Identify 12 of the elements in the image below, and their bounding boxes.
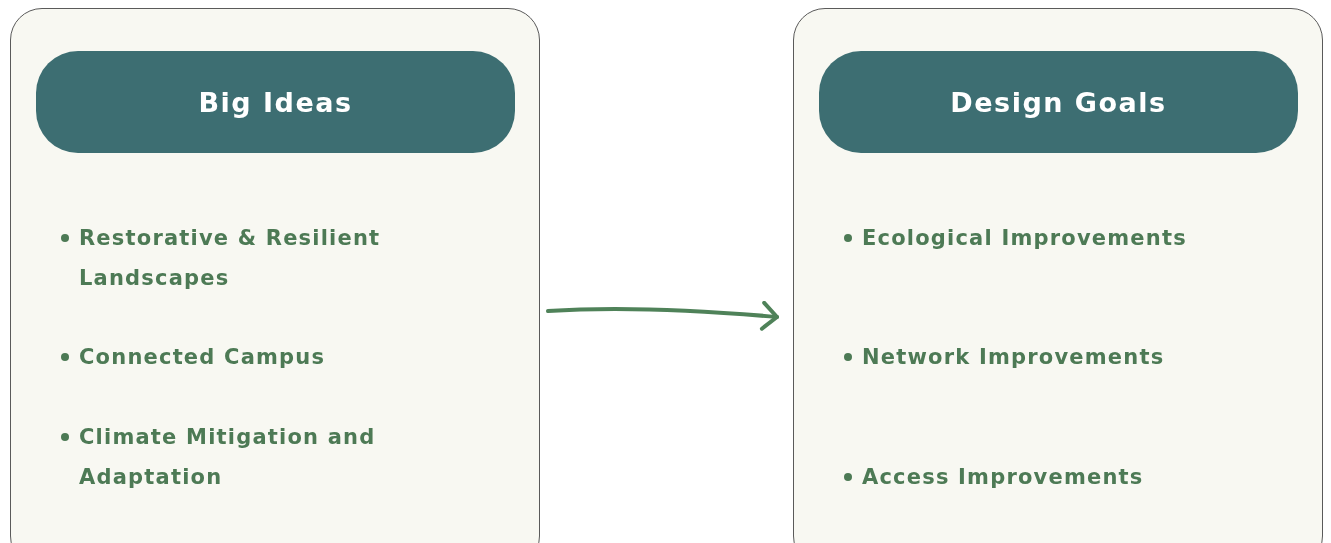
bullet-item: Network Improvements: [862, 344, 1165, 371]
header-pill: [36, 51, 515, 153]
header-title: Design Goals: [950, 86, 1167, 118]
bullet-item: Connected Campus: [79, 344, 326, 371]
header-pill: [819, 51, 1298, 153]
bullet-item: Ecological Improvements: [862, 225, 1187, 252]
rounded-panel: [10, 8, 540, 543]
bullet-item: Climate Mitigation and Adaptation: [79, 424, 377, 491]
bullet-item: Restorative & Resilient Landscapes: [79, 225, 382, 292]
bullet-item: Access Improvements: [862, 464, 1144, 491]
header-title: Big Ideas: [198, 86, 353, 118]
rounded-panel: [793, 8, 1323, 543]
